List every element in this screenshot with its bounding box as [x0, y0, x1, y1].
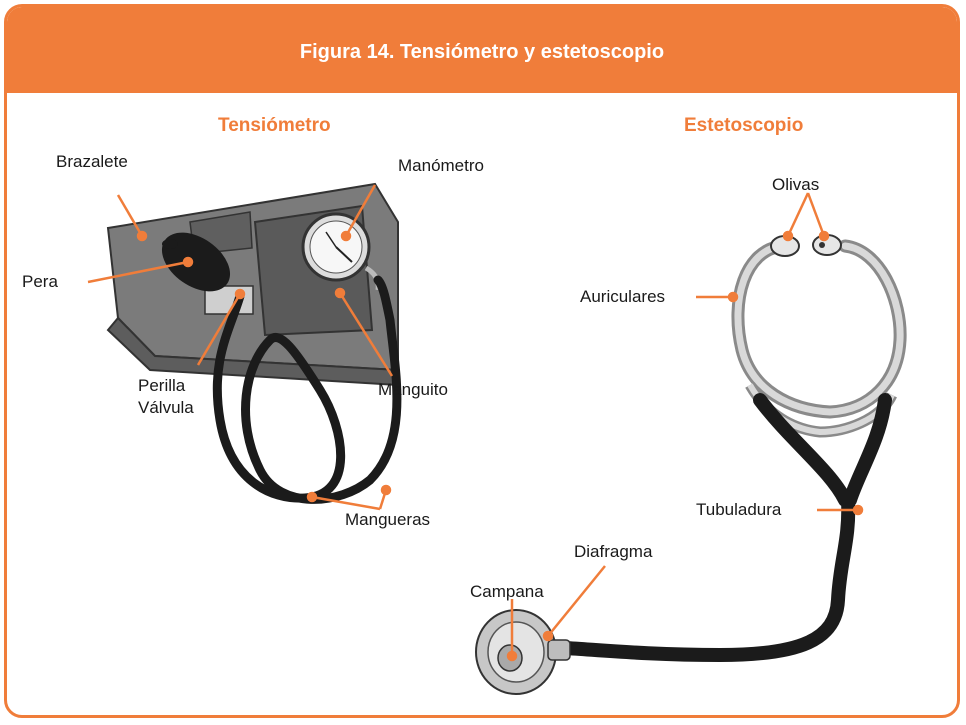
chestpiece: [475, 609, 571, 695]
label-brazalete: Brazalete: [56, 152, 128, 171]
label-mangueras: Mangueras: [345, 510, 431, 529]
label-campana: Campana: [470, 582, 544, 601]
label-olivas: Olivas: [772, 175, 820, 194]
label-manguito: Manguito: [378, 380, 448, 399]
tensiometro-heading: Tensiómetro: [218, 115, 331, 136]
figure-title: Figura 14. Tensiómetro y estetoscopio: [299, 41, 665, 63]
label-valvula: Válvula: [138, 398, 194, 417]
mangueras-tubes: [212, 275, 402, 504]
tubuladura-tube: [558, 393, 892, 663]
label-perilla: Perilla: [138, 376, 186, 395]
estetoscopio-illustration: [475, 192, 907, 695]
tensiometro-illustration: [87, 182, 402, 511]
pera-bulb: [161, 232, 231, 292]
label-pera: Pera: [22, 272, 58, 291]
figure-header: Figura 14. Tensiómetro y estetoscopio: [7, 7, 957, 93]
label-diafragma: Diafragma: [574, 542, 653, 561]
label-auriculares: Auriculares: [580, 287, 666, 306]
label-manometro: Manómetro: [398, 156, 484, 175]
label-tubuladura: Tubuladura: [696, 500, 782, 519]
estetoscopio-heading: Estetoscopio: [684, 115, 804, 136]
